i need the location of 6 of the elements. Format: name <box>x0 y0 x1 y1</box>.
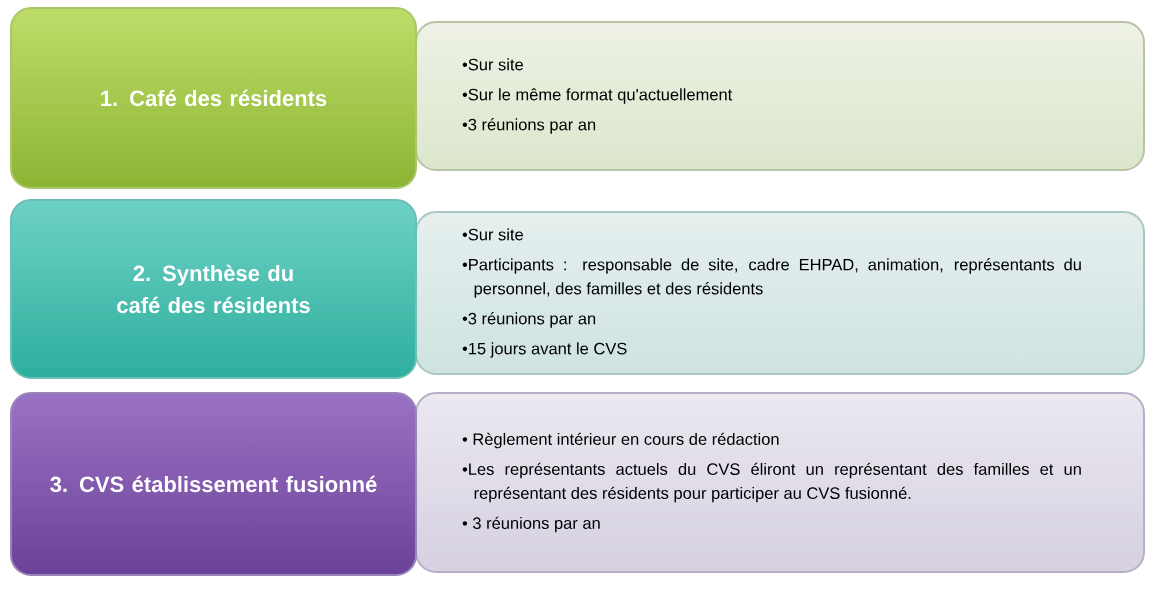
details-box: •Sur site •Sur le même format qu'actuellement •3 réunions par an <box>415 21 1145 171</box>
step-box: 2. Synthèse du café des résidents <box>10 199 417 379</box>
step-box: 1. Café des résidents <box>10 7 417 189</box>
details-box: •Sur site •Participants : responsable de site, cadre EHPAD, animation, représentants du personnel, des familles et des résidents •3 réunions par an •15 jours avant le CVS <box>415 211 1145 375</box>
details-box: • Règlement intérieur en cours de rédaction •Les représentants actuels du CVS éliront un représentant des familles et un représentant des résidents pour participer au CVS fusionné. • 3 réunions par an <box>415 392 1145 573</box>
step-box: 3. CVS établissement fusionné <box>10 392 417 576</box>
